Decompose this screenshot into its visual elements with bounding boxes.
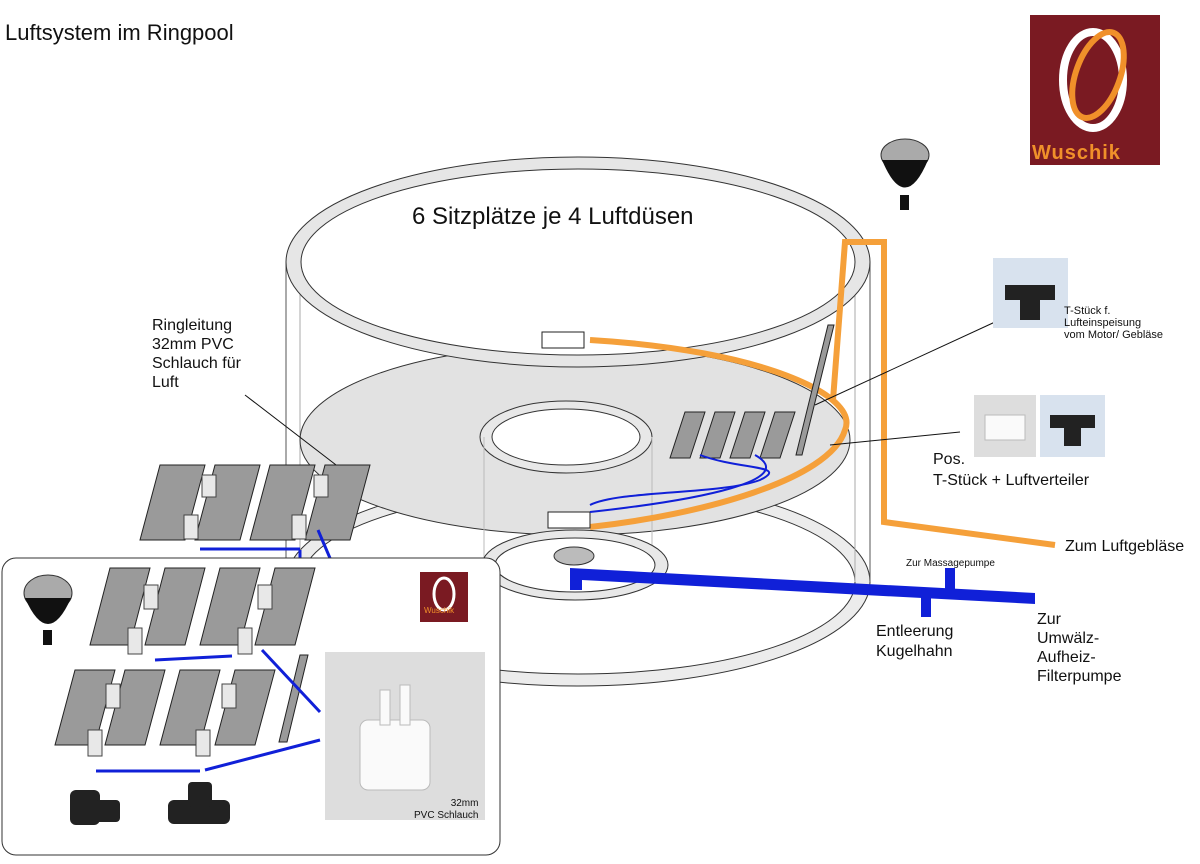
air-nozzle-icon-inset — [23, 574, 73, 645]
distributor-photo — [325, 652, 485, 820]
filter-pump-label: Zur Umwälz- Aufheiz- Filterpumpe — [1037, 611, 1122, 685]
inner-hole — [479, 400, 653, 565]
push-fit-connector-icons — [70, 782, 230, 825]
logo-text: Wuschik — [1032, 142, 1121, 164]
distributor-photo-small — [974, 395, 1036, 457]
drain-icon — [553, 546, 595, 566]
t-piece-photo — [993, 258, 1068, 328]
drain-valve-label: Entleerung Kugelhahn — [876, 623, 954, 660]
logo-inset — [420, 572, 468, 622]
position-label: Pos. T-Stück + Luftverteiler — [933, 451, 1090, 489]
pvc-hose-label: 32mm PVC Schlauch — [414, 798, 479, 821]
massage-pump-label: Zur Massagepumpe — [906, 558, 995, 569]
water-pipe — [570, 568, 1035, 617]
ringleitung-label: Ringleitung 32mm PVC Schlauch für Luft — [152, 317, 241, 391]
air-nozzle-icon — [880, 138, 930, 210]
seats-label: 6 Sitzplätze je 4 Luftdüsen — [412, 203, 694, 230]
disc-seats — [589, 324, 835, 513]
pool-top-ring — [285, 156, 871, 368]
seat-group-main — [139, 464, 372, 653]
blower-label: Zum Luftgebläse — [1065, 538, 1185, 555]
t-piece-label: T-Stück f. Lufteinspeisung vom Motor/ Ge… — [1064, 305, 1164, 341]
logo — [1030, 15, 1160, 165]
page-title: Luftsystem im Ringpool — [5, 20, 234, 45]
air-pipe — [589, 239, 1056, 548]
logo-inset-text: Wuschik — [424, 606, 455, 615]
air-manifold — [541, 331, 591, 529]
t-piece-photo-small — [1040, 395, 1105, 457]
seat-group-inset — [54, 567, 322, 773]
